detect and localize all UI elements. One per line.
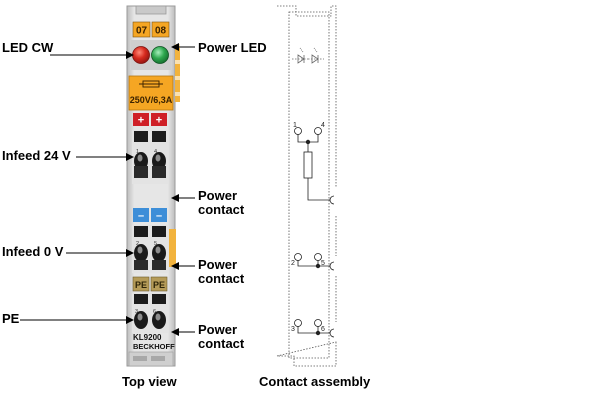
model-number: KL9200 bbox=[133, 333, 162, 342]
svg-text:2: 2 bbox=[291, 260, 295, 267]
diode-symbols bbox=[292, 47, 324, 64]
svg-text:3: 3 bbox=[291, 326, 295, 333]
contacts-3-6 bbox=[294, 319, 335, 338]
svg-text:5: 5 bbox=[321, 260, 325, 267]
contacts-1-4 bbox=[294, 127, 335, 205]
label-power-led: Power LED bbox=[198, 40, 267, 55]
svg-text:2: 2 bbox=[136, 241, 139, 247]
caption-contact-assembly: Contact assembly bbox=[259, 374, 371, 389]
label-pe: PE bbox=[2, 311, 20, 326]
svg-text:5: 5 bbox=[154, 241, 157, 247]
svg-text:+: + bbox=[156, 115, 162, 127]
svg-text:1: 1 bbox=[293, 122, 297, 129]
fuse-rating: 250V/6,3A bbox=[130, 95, 173, 105]
caption-top-view: Top view bbox=[122, 374, 177, 389]
svg-text:PE: PE bbox=[135, 280, 147, 290]
leds bbox=[131, 40, 171, 70]
svg-text:6: 6 bbox=[153, 309, 156, 315]
svg-text:1: 1 bbox=[136, 149, 139, 155]
label-led-cw: LED CW bbox=[2, 40, 54, 55]
svg-text:+: + bbox=[138, 115, 144, 127]
svg-text:–: – bbox=[156, 210, 162, 222]
label-infeed-0v: Infeed 0 V bbox=[2, 244, 64, 259]
brand-name: BECKHOFF bbox=[133, 342, 175, 351]
contact-assembly: 1 4 2 5 3 6 bbox=[276, 5, 337, 367]
svg-text:3: 3 bbox=[135, 309, 138, 315]
terminal-branding: KL9200 BECKHOFF bbox=[128, 333, 175, 367]
svg-text:PE: PE bbox=[153, 280, 165, 290]
led-code-07: 07 bbox=[136, 26, 148, 37]
label-infeed-24v: Infeed 24 V bbox=[2, 148, 71, 163]
contacts-2-5 bbox=[294, 253, 335, 271]
pe-markers: PE PE bbox=[132, 276, 168, 292]
assembly-inner-outline bbox=[288, 11, 330, 359]
contact-set-24v: 1 4 bbox=[132, 130, 168, 184]
led-cw-indicator bbox=[132, 46, 150, 64]
assembly-outline bbox=[276, 5, 337, 367]
power-led-indicator bbox=[151, 46, 169, 64]
svg-text:4: 4 bbox=[154, 149, 157, 155]
plus-markers: + + bbox=[133, 113, 167, 127]
led-code-labels: 07 08 bbox=[132, 21, 170, 38]
svg-text:–: – bbox=[138, 210, 144, 222]
contact-set-pe: 3 6 bbox=[132, 293, 168, 333]
led-code-08: 08 bbox=[155, 26, 167, 37]
svg-text:4: 4 bbox=[321, 122, 325, 129]
svg-text:6: 6 bbox=[321, 326, 325, 333]
leader-lines bbox=[20, 43, 195, 336]
contact-set-0v: 2 5 bbox=[132, 225, 168, 273]
fuse-holder: 250V/6,3A bbox=[128, 75, 174, 111]
minus-markers: – – bbox=[133, 208, 167, 222]
